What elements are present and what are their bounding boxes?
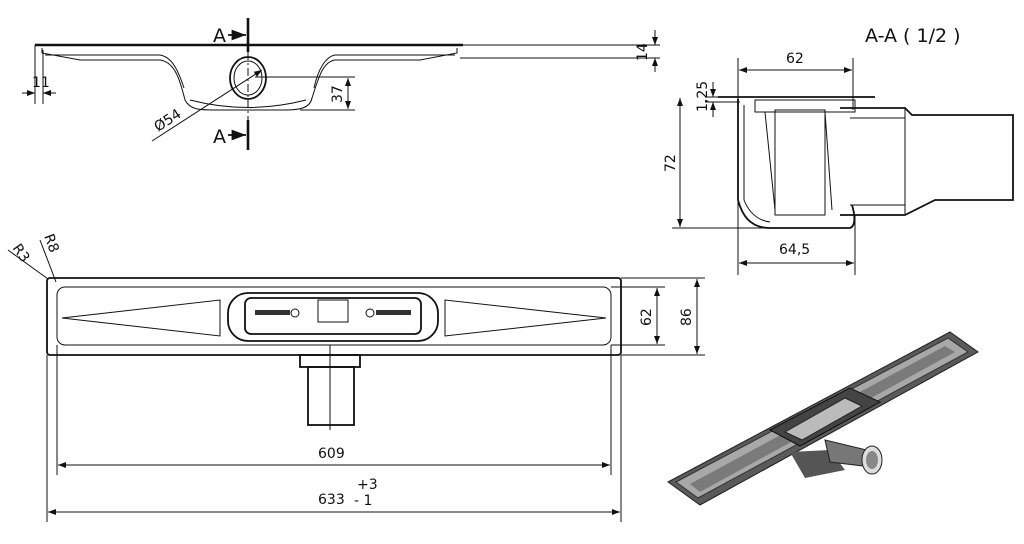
dim-outlet-height: 37 — [330, 85, 346, 103]
section-mark-bottom: A — [213, 126, 226, 148]
section-view: A-A ( 1/2 ) 62 1,25 72 64,5 — [663, 25, 1014, 275]
dim-radius-large: R8 — [40, 232, 61, 255]
dim-radius-small: R3 — [9, 241, 33, 265]
dim-outer-length: 633 — [318, 492, 345, 508]
tolerance-minus: - 1 — [354, 493, 372, 509]
dim-height: 72 — [663, 154, 679, 172]
tolerance-plus: +3 — [357, 477, 378, 493]
dim-flange-width: 11 — [32, 75, 50, 91]
dim-bottom-width: 64,5 — [779, 242, 810, 258]
side-view: A A 11 Ø54 37 14 — [22, 18, 660, 150]
center-cover — [227, 292, 439, 342]
isometric-render — [667, 331, 979, 506]
section-title: A-A ( 1/2 ) — [865, 25, 961, 47]
section-mark-top: A — [213, 25, 226, 47]
dim-flange: 1,25 — [695, 81, 711, 112]
dim-outer-width: 86 — [679, 308, 695, 326]
dim-inner-length: 609 — [318, 446, 345, 462]
plan-view: R3 R8 62 86 609 633 +3 - 1 — [7, 232, 705, 522]
dim-top-width: 62 — [786, 51, 804, 67]
dim-flange-thickness: 14 — [635, 43, 651, 61]
dim-inner-width: 62 — [639, 308, 655, 326]
